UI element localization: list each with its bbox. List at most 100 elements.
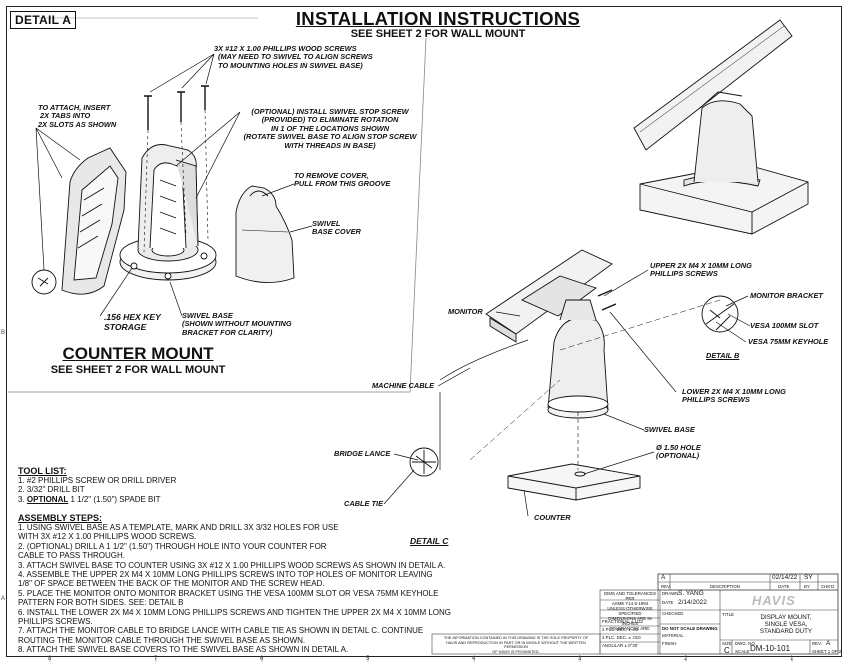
rev-header-chkd: CHK'D <box>821 584 835 589</box>
tolerance-fractional: FRACTIONAL ± 1/32 <box>602 619 643 624</box>
step-line: ROUTING THE MONITOR CABLE THROUGH THE SW… <box>18 635 306 645</box>
tool-list-heading: TOOL LIST: <box>18 466 67 476</box>
counter-mount-subtitle: SEE SHEET 2 FOR WALL MOUNT <box>50 364 226 376</box>
step-line: 1. USING SWIVEL BASE AS A TEMPLATE, MARK… <box>18 523 339 532</box>
tolerance-value: 0°30' <box>628 643 639 648</box>
callout-line: STORAGE <box>104 322 147 332</box>
drawing-title-line: STANDARD DUTY <box>759 628 813 635</box>
callout-swivel-stop-screw: (OPTIONAL) INSTALL SWIVEL STOP SCREW (PR… <box>230 107 430 150</box>
callout-line: (PROVIDED) TO ELIMINATE ROTATION <box>261 115 399 125</box>
list-item: 2. 3/32" DRILL BIT <box>18 485 85 495</box>
proprietary-line: OF HAVIS IS PROHIBITED. <box>492 649 540 654</box>
ruler-label: A <box>1 596 6 602</box>
tolerance-note-line: TOLERANCES ARE: <box>609 626 651 631</box>
scale-label: SCALE <box>735 649 750 654</box>
step-line: 1/8" OF SPACE BETWEEN THE BACK OF THE MO… <box>18 579 325 589</box>
date-label: DATE <box>662 600 674 605</box>
callout-line: PHILLIPS SCREWS <box>650 269 718 279</box>
callout-line: PHILLIPS SCREWS <box>682 395 750 405</box>
ruler-label: 3 <box>578 656 582 662</box>
tool-list: TOOL LIST: 1. #2 PHILLIPS SCREW OR DRILL… <box>18 466 176 504</box>
step-line: 6. INSTALL THE LOWER 2X M4 X 10MM LONG P… <box>18 607 451 617</box>
title-block-lines <box>431 573 839 655</box>
do-not-scale-note: DO NOT SCALE DRAWING <box>662 626 718 631</box>
tolerance-note-line: UNLESS OTHERWISE SPECIFIED <box>607 606 653 616</box>
step-line: 5. PLACE THE MONITOR ONTO MONITOR BRACKE… <box>18 588 439 598</box>
tolerance-value: .010 <box>632 635 641 640</box>
tolerance-label: ANGULAR ± <box>602 643 627 648</box>
tolerance-value: .03 <box>632 627 639 632</box>
callout-machine-cable: MACHINE CABLE <box>372 381 434 390</box>
list-item-number: 3. <box>18 494 27 504</box>
callout-line: WITH THREADS IN BASE) <box>284 140 376 150</box>
drawing-date: 2/14/2022 <box>678 599 707 606</box>
callout-line: PULL FROM THIS GROOVE <box>294 179 391 189</box>
callout-line: SWIVEL <box>312 219 341 228</box>
assembly-steps: ASSEMBLY STEPS: 1. USING SWIVEL BASE AS … <box>18 513 451 655</box>
callout-line: .156 HEX KEY <box>104 312 161 322</box>
rev-header-by: BY <box>804 584 810 589</box>
sheet-size: C <box>724 646 730 655</box>
sheet-number: SHEET 1 OF 2 <box>812 649 842 654</box>
assembly-steps-heading: ASSEMBLY STEPS: <box>18 513 103 523</box>
callout-upper-screws: UPPER 2X M4 X 10MM LONG PHILLIPS SCREWS <box>650 261 752 279</box>
rev-header-date: DATE <box>778 584 790 589</box>
tolerance-note-line: DIMENSIONS ARE IN INCHES <box>608 616 652 626</box>
step-line: 8. ATTACH THE SWIVEL BASE COVERS TO THE … <box>18 645 349 655</box>
proprietary-line: HAVIS AND REPRODUCTION IN PART OR IN WHO… <box>446 640 586 650</box>
callout-swivel-base: SWIVEL BASE (SHOWN WITHOUT MOUNTING BRAC… <box>182 311 292 337</box>
step-line: 3. ATTACH SWIVEL BASE TO COUNTER USING 3… <box>18 560 446 570</box>
proprietary-notice: THE INFORMATION CONTAINED IN THIS DRAWIN… <box>434 636 598 654</box>
callout-vesa-100: VESA 100MM SLOT <box>750 321 819 330</box>
rev-label: REV. <box>812 641 822 646</box>
ruler-label: 2 <box>684 656 688 662</box>
step-line: WITH 3X #12 X 1.00 PHILLIPS WOOD SCREWS. <box>18 532 197 542</box>
callout-line: Ø 1.50 HOLE <box>656 443 701 452</box>
step-line: 2. (OPTIONAL) DRILL A 1 1/2" (1.50") THR… <box>18 541 327 551</box>
callout-line: IN 1 OF THE LOCATIONS SHOWN <box>270 123 390 133</box>
tolerance-angular: ANGULAR ± 0°30' <box>602 643 638 648</box>
detail-a-border <box>8 37 427 393</box>
callout-line: (SHOWN WITHOUT MOUNTING <box>182 319 292 329</box>
drawing-title: DISPLAY MOUNT, SINGLE VESA, STANDARD DUT… <box>740 614 832 635</box>
assembly-leaders <box>383 269 751 517</box>
wood-screws-illustration <box>143 85 209 253</box>
counter-mount-title: COUNTER MOUNT <box>62 344 214 363</box>
tolerance-value: 1/32 <box>634 619 644 624</box>
tolerance-label: FRACTIONAL ± <box>602 619 634 624</box>
callout-line: LOWER 2X M4 X 10MM LONG <box>682 387 786 396</box>
havis-logo: HAVIS <box>752 593 796 608</box>
callout-line: SWIVEL BASE <box>182 311 233 320</box>
swivel-base-illustration <box>119 144 217 281</box>
drawn-label: DRAWN <box>662 591 679 596</box>
material-label: MATERIAL <box>662 633 684 638</box>
callout-line: TO REMOVE COVER, <box>294 171 369 180</box>
callout-swivel-base-main: SWIVEL BASE <box>644 425 695 434</box>
rev-header-description: DESCRIPTION <box>710 584 741 589</box>
callout-counter: COUNTER <box>534 513 571 522</box>
list-item-text: 1 1/2" (1.50") SPADE BIT <box>68 494 161 504</box>
callout-remove-cover: TO REMOVE COVER, PULL FROM THIS GROOVE <box>294 171 391 189</box>
border-ticks <box>49 657 793 662</box>
callout-monitor-bracket: MONITOR BRACKET <box>750 291 823 300</box>
ruler-label: 1 <box>790 656 794 662</box>
callout-cable-tie: CABLE TIE <box>344 499 384 508</box>
tolerance-label: 3 PLC. DEC. ± <box>602 635 631 640</box>
rear-cover-illustration <box>235 185 295 283</box>
callout-line: TO ATTACH, INSERT <box>38 103 111 112</box>
callout-line: (OPTIONAL) <box>656 451 700 461</box>
side-cover-illustration <box>31 147 127 295</box>
list-item: 1. #2 PHILLIPS SCREW OR DRILL DRIVER <box>18 476 177 485</box>
drawing-number: DM-10-101 <box>750 644 791 653</box>
tolerance-2plc: 2 PLC. DEC. ± .03 <box>602 627 638 632</box>
tolerance-note-line: DIMS AND TOLERANCES PER <box>603 591 657 601</box>
callout-line: TO MOUNTING HOLES IN SWIVEL BASE) <box>218 60 363 70</box>
callout-line: 2X TABS INTO <box>40 111 91 121</box>
detail-c-illustration <box>409 447 439 477</box>
list-item: 3. OPTIONAL 1 1/2" (1.50") SPADE BIT <box>18 495 176 504</box>
callout-bridge-lance: BRIDGE LANCE <box>334 449 391 458</box>
tolerance-3plc: 3 PLC. DEC. ± .010 <box>602 635 641 640</box>
tolerance-label: 2 PLC. DEC. ± <box>602 627 631 632</box>
callout-monitor: MONITOR <box>448 307 483 316</box>
